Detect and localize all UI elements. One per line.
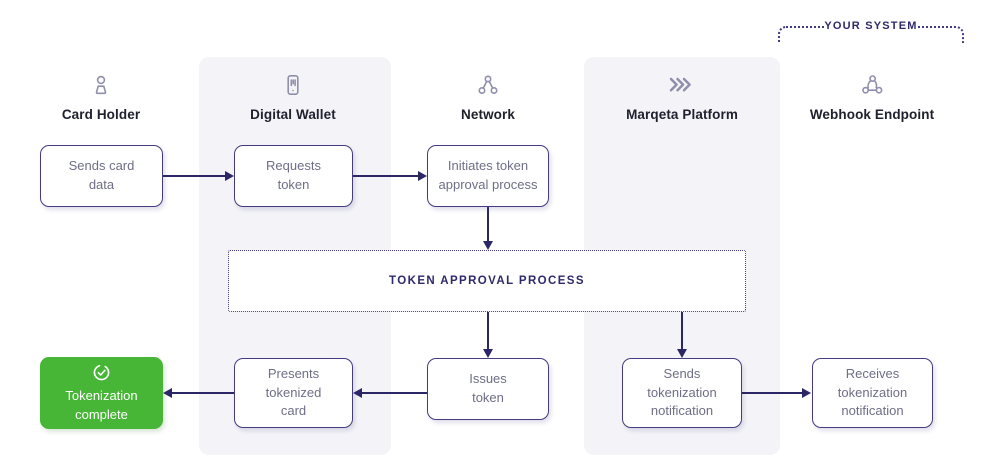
- your-system-region: YOUR SYSTEM: [778, 18, 964, 46]
- node-requests-token: Requests token: [234, 145, 353, 207]
- node-presents-tokenized-card: Presents tokenized card: [234, 358, 353, 428]
- marqeta-chevrons-icon: [597, 70, 767, 100]
- arrow-approval-to-issues-token: [487, 312, 489, 350]
- node-label: Initiates token approval process: [438, 158, 538, 192]
- column-label: Webhook Endpoint: [809, 107, 935, 122]
- person-icon: [16, 70, 186, 100]
- arrowhead-down-icon: [483, 349, 493, 358]
- arrow-initiates-to-approval: [487, 207, 489, 242]
- arrowhead-right-icon: [418, 171, 427, 181]
- network-nodes-icon: [403, 70, 573, 100]
- dotted-bracket-left: [778, 26, 824, 43]
- webhook-icon: [787, 70, 957, 100]
- arrow-wallet-to-network: [353, 175, 419, 177]
- arrow-sends-to-receives: [742, 392, 803, 394]
- node-label: Issues token: [469, 371, 507, 405]
- node-label: Receives tokenization notification: [837, 365, 908, 419]
- arrow-issues-to-presents: [362, 392, 427, 394]
- node-label: Presents tokenized card: [265, 365, 322, 419]
- node-label: Sends tokenization notification: [647, 365, 717, 419]
- column-network: Network: [403, 70, 573, 122]
- arrow-approval-to-sends-notification: [681, 312, 683, 350]
- arrowhead-down-icon: [483, 241, 493, 250]
- column-label: Marqeta Platform: [626, 107, 738, 122]
- your-system-label: YOUR SYSTEM: [824, 20, 918, 32]
- node-receives-tokenization-notification: Receives tokenization notification: [812, 358, 933, 428]
- token-approval-process-box: TOKEN APPROVAL PROCESS: [228, 250, 746, 312]
- column-marqeta-platform: Marqeta Platform: [597, 70, 767, 122]
- node-tokenization-complete: Tokenization complete: [40, 357, 163, 429]
- arrowhead-down-icon: [677, 349, 687, 358]
- token-approval-process-label: TOKEN APPROVAL PROCESS: [389, 275, 585, 287]
- arrowhead-right-icon: [802, 388, 811, 398]
- node-label: Requests token: [266, 158, 321, 192]
- node-issues-token: Issues token: [427, 358, 549, 420]
- arrowhead-left-icon: [353, 388, 362, 398]
- arrowhead-left-icon: [163, 388, 172, 398]
- dotted-bracket-right: [918, 26, 964, 43]
- column-card-holder: Card Holder: [16, 70, 186, 122]
- node-sends-tokenization-notification: Sends tokenization notification: [622, 358, 742, 428]
- arrowhead-right-icon: [225, 171, 234, 181]
- check-circle-icon: [91, 362, 112, 383]
- node-sends-card-data: Sends card data: [40, 145, 163, 207]
- node-label: Tokenization complete: [65, 387, 138, 422]
- column-digital-wallet: Digital Wallet: [208, 70, 378, 122]
- column-webhook-endpoint: Webhook Endpoint: [787, 70, 957, 122]
- node-label: Sends card data: [68, 158, 135, 192]
- node-initiates-token-approval: Initiates token approval process: [427, 145, 549, 207]
- arrow-cardholder-to-wallet: [163, 175, 226, 177]
- arrow-presents-to-complete: [172, 392, 234, 394]
- column-label: Network: [461, 107, 515, 122]
- mobile-wallet-icon: [208, 70, 378, 100]
- column-label: Digital Wallet: [250, 107, 336, 122]
- column-label: Card Holder: [61, 107, 141, 122]
